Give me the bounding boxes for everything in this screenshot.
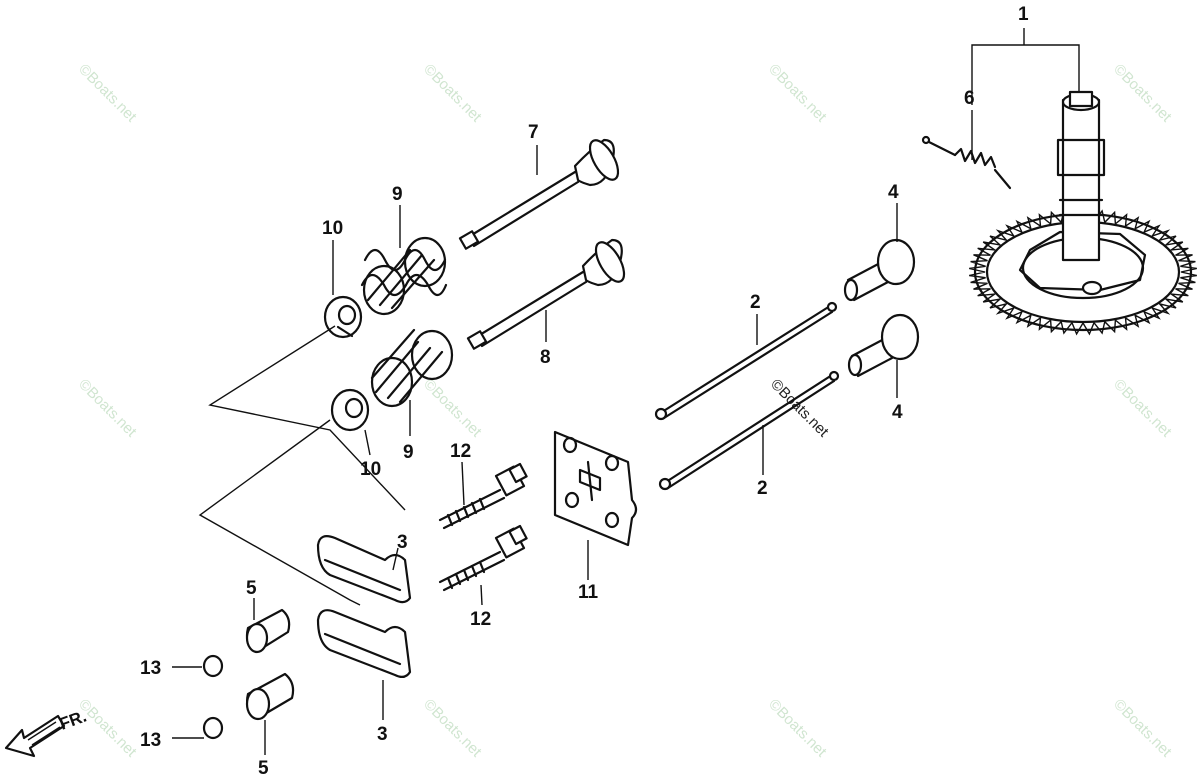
governor-spring-part-6 [921,135,1012,190]
callout-5-bottom: 5 [258,758,269,779]
callout-bracket-3-10 [198,325,406,606]
watermark: ©Boats.net [420,376,485,441]
tappet-part-3-bottom [316,609,412,679]
callout-2-bottom: 2 [757,478,768,499]
watermark: ©Boats.net [1110,61,1175,126]
valve-spring-part-9-bottom [370,328,454,408]
callout-9-bottom: 9 [403,442,414,463]
watermark: ©Boats.net [75,61,140,126]
callout-5-top: 5 [246,578,257,599]
breather-plate-part-11 [553,430,638,547]
watermark: ©Boats.net [765,696,830,761]
nut-part-13-bottom [202,716,224,740]
stud-part-12-bottom [438,524,528,592]
watermark: ©Boats.net [1110,696,1175,761]
watermark: ©Boats.net [767,376,832,441]
callout-10-top: 10 [322,218,343,239]
leader-lines [253,145,898,755]
watermark: ©Boats.net [765,61,830,126]
watermark: ©Boats.net [1110,376,1175,441]
push-rod-part-2-top [654,301,838,421]
callout-10-bottom: 10 [360,459,381,480]
callout-13-bottom: 13 [140,730,161,751]
valve-spring-part-9-top [360,236,448,316]
callout-6: 6 [964,88,975,109]
valve-part-8 [466,238,626,350]
camshaft-gear-part-1 [969,90,1197,336]
bushing-part-5-top [245,608,291,654]
watermark: ©Boats.net [75,696,140,761]
tappet-part-3-top [316,535,412,604]
lifter-part-4-top [843,238,916,302]
callout-4-top: 4 [888,182,899,203]
stud-part-12-top [438,462,528,530]
push-rod-part-2-bottom [658,370,840,491]
callout-3-bottom: 3 [377,724,388,745]
callout-3-top: 3 [397,532,408,553]
front-direction-arrow: FR. [4,707,89,758]
callout-7: 7 [528,122,539,143]
retainer-part-10-bottom [330,388,370,432]
callout-2-top: 2 [750,292,761,313]
valve-part-7 [458,138,620,250]
callout-12-bottom: 12 [470,609,491,630]
callout-4-bottom: 4 [892,402,903,423]
watermark: ©Boats.net [420,696,485,761]
callout-labels: 1 6 7 8 9 9 10 10 4 4 2 2 12 12 11 3 3 5… [140,4,1029,779]
callout-11: 11 [578,582,599,603]
callout-13-top: 13 [140,658,161,679]
callout-1: 1 [1018,4,1029,25]
callout-9-top: 9 [392,184,403,205]
watermark: ©Boats.net [75,376,140,441]
callout-12-top: 12 [450,441,471,462]
callout-bracket-1 [971,28,1080,160]
lifter-part-4-bottom [847,313,920,378]
callout-8: 8 [540,347,551,368]
retainer-part-10-top [323,295,363,339]
watermark: ©Boats.net [420,61,485,126]
nut-part-13-top [202,654,224,678]
bushing-part-5-bottom [245,672,295,721]
